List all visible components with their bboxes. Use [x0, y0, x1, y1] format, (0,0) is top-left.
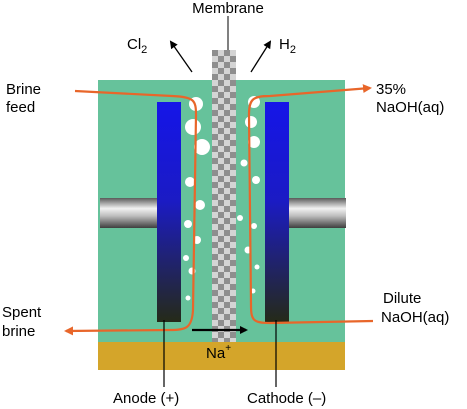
cathode-label: Cathode (–) [247, 390, 326, 407]
anode-connector-rod [100, 198, 157, 228]
na-ion-label: Na+ [206, 343, 231, 362]
base-plate [98, 342, 345, 370]
bubble [252, 176, 260, 184]
h2-label: H2 [279, 36, 296, 56]
bubble [251, 223, 257, 229]
membrane [212, 50, 236, 342]
cl2-label: Cl2 [127, 36, 147, 56]
bubble [185, 295, 191, 301]
h2-arrow [250, 40, 272, 73]
cl2-arrow [169, 40, 193, 73]
anode-label: Anode (+) [113, 390, 179, 407]
membrane-label: Membrane [192, 0, 264, 17]
bubble [185, 119, 201, 135]
cathode-electrode [265, 102, 289, 322]
naoh-flow-line [247, 84, 374, 325]
anode-electrode [157, 102, 181, 322]
cathode-connector-rod [289, 198, 346, 228]
dilute-naoh-label: Dilute NaOH(aq) [381, 290, 449, 326]
spent-brine-label: Spent brine [2, 304, 45, 340]
bubble [194, 139, 210, 155]
brine-feed-label: Brine feed [6, 81, 45, 116]
bubble [195, 200, 205, 210]
bubble [185, 177, 195, 187]
bubble [183, 255, 189, 261]
brine-flow-line [64, 89, 198, 336]
bubble [254, 264, 260, 270]
naoh-35-label: 35% NaOH(aq) [376, 81, 444, 116]
bubble [184, 220, 192, 228]
bubble [245, 116, 257, 128]
bubble [240, 159, 248, 167]
bubble [248, 136, 260, 148]
bubble [237, 215, 243, 221]
